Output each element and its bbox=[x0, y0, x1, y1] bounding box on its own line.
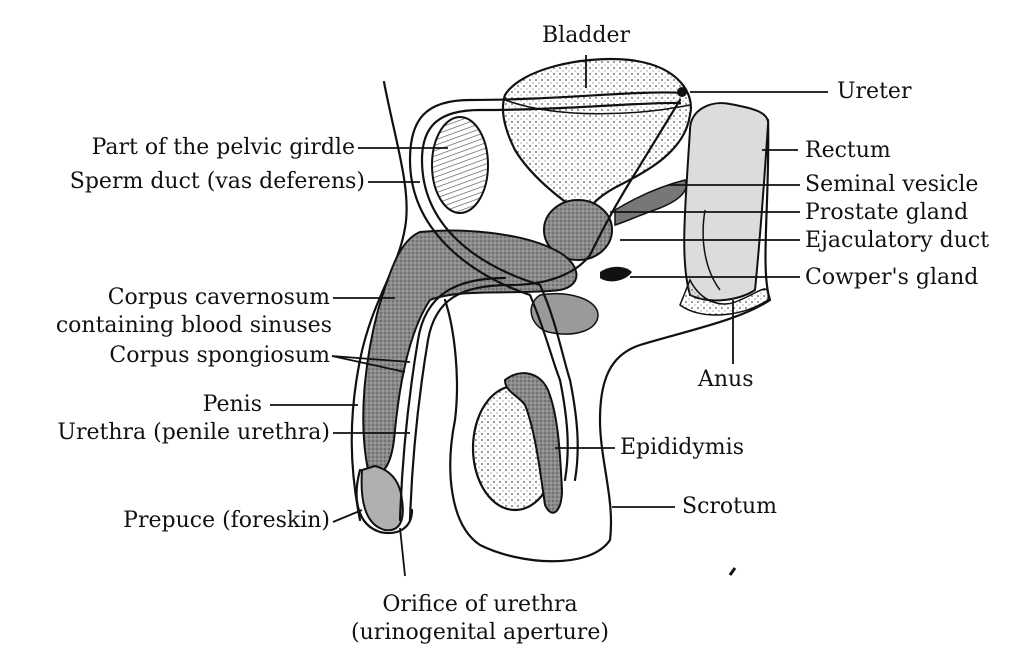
label-cowpers-gland: Cowper's gland bbox=[805, 265, 978, 291]
label-corpus-cavernosum-sub: containing blood sinuses bbox=[20, 313, 332, 339]
ureter-end bbox=[677, 87, 687, 97]
label-prepuce: Prepuce (foreskin) bbox=[60, 508, 330, 534]
label-penis: Penis bbox=[100, 392, 262, 418]
label-corpus-cavernosum: Corpus cavernosum bbox=[20, 285, 330, 311]
cowpers-gland-shape bbox=[600, 267, 632, 282]
lead-orifice bbox=[400, 528, 405, 576]
label-ejaculatory-duct: Ejaculatory duct bbox=[805, 228, 989, 254]
label-pelvic-girdle: Part of the pelvic girdle bbox=[40, 135, 355, 161]
pelvic-girdle-shape bbox=[432, 117, 488, 213]
rectum-shape bbox=[684, 103, 768, 300]
glans-shape bbox=[362, 466, 403, 530]
label-prostate-gland: Prostate gland bbox=[805, 200, 968, 226]
label-rectum: Rectum bbox=[805, 138, 891, 164]
label-orifice-sub: (urinogenital aperture) bbox=[330, 620, 630, 646]
stray-mark bbox=[730, 568, 735, 575]
label-seminal-vesicle: Seminal vesicle bbox=[805, 172, 978, 198]
label-anus: Anus bbox=[698, 367, 754, 393]
lead-prepuce bbox=[333, 510, 362, 522]
label-corpus-spongiosum: Corpus spongiosum bbox=[20, 343, 330, 369]
label-bladder: Bladder bbox=[536, 23, 636, 49]
label-ureter: Ureter bbox=[837, 79, 911, 105]
label-urethra: Urethra (penile urethra) bbox=[15, 420, 330, 446]
corpus-spongiosum-bulb bbox=[531, 294, 598, 334]
seminal-vesicle-shape bbox=[615, 180, 686, 225]
label-sperm-duct: Sperm duct (vas deferens) bbox=[20, 169, 365, 195]
label-epididymis: Epididymis bbox=[620, 435, 744, 461]
label-orifice: Orifice of urethra bbox=[330, 592, 630, 618]
label-scrotum: Scrotum bbox=[682, 494, 777, 520]
